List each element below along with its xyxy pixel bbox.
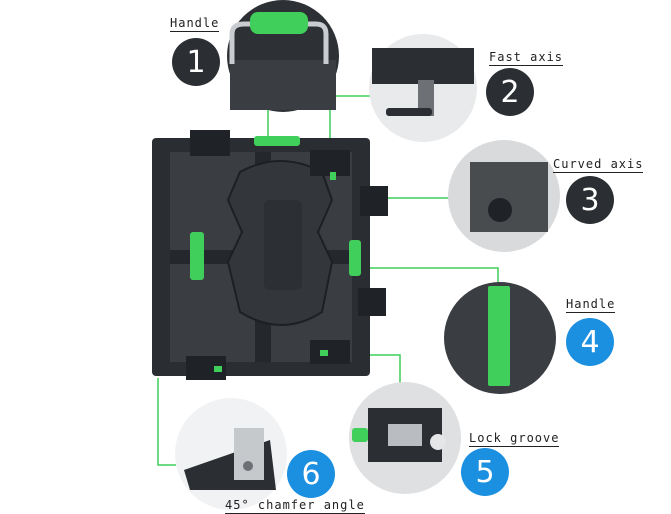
corner-bracket-tl <box>190 130 230 156</box>
detail-5-latch-green <box>352 428 368 442</box>
detail-circle-4 <box>444 282 556 394</box>
callout-label-5: Lock groove <box>469 431 560 447</box>
callout-badge-1: 1 <box>172 38 220 86</box>
callout-label-2: Fast axis <box>489 50 564 66</box>
callout-label-6: 45° chamfer angle <box>225 498 365 514</box>
corner-bracket-tr <box>310 150 350 176</box>
detail-2-lever <box>386 108 432 116</box>
detail-1-handle-grip <box>250 12 308 34</box>
corner-bracket-br <box>310 340 350 364</box>
detail-2-bolt <box>418 80 434 116</box>
side-clamp-lower <box>358 288 386 316</box>
detail-circle-3 <box>448 140 560 252</box>
detail-3-plate <box>470 162 548 232</box>
leader-line-4 <box>357 267 499 290</box>
left-handle-green <box>190 232 204 280</box>
callout-badge-6: 6 <box>287 450 335 498</box>
detail-2-housing <box>372 48 474 84</box>
detail-1-frame <box>230 60 336 110</box>
callout-badge-3: 3 <box>566 176 614 224</box>
callout-badge-2: 2 <box>486 68 534 116</box>
detail-circle-6 <box>175 398 287 510</box>
callout-label-1: Handle <box>170 16 220 32</box>
green-tab-2 <box>214 366 222 372</box>
callout-badge-5: 5 <box>461 448 509 496</box>
detail-circle-5 <box>349 382 461 494</box>
side-clamp-upper <box>360 186 388 216</box>
detail-4-handle-green <box>488 286 510 386</box>
led-cabinet <box>152 130 388 380</box>
detail-5-pin <box>430 434 446 450</box>
callout-label-3: Curved axis <box>553 157 644 173</box>
top-handle-green <box>254 136 300 146</box>
detail-circle-2 <box>369 34 477 142</box>
leader-line-6 <box>157 378 176 466</box>
callout-label-4: Handle <box>566 297 616 313</box>
green-tab-1 <box>330 172 336 180</box>
detail-6-bracket <box>234 428 264 480</box>
detail-circle-1 <box>227 0 339 112</box>
callout-badge-4: 4 <box>566 318 614 366</box>
central-module-core <box>264 200 302 290</box>
detail-5-groove <box>388 424 422 446</box>
detail-6-hole <box>243 461 253 471</box>
detail-3-knob <box>488 198 512 222</box>
right-handle-green <box>349 240 361 276</box>
green-tab-3 <box>320 350 328 356</box>
